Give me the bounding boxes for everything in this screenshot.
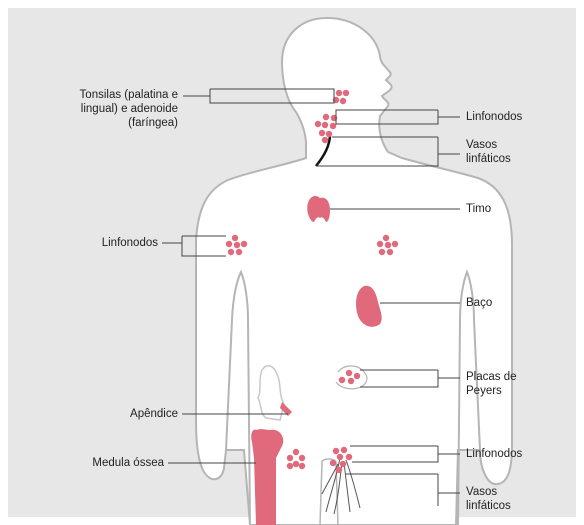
leg-lymph-vessels-label-line-1: Vasos [466,485,511,499]
tonsils-label: Tonsilas (palatina e lingual) e adenoide… [40,88,178,130]
axillary-lymph-nodes-label: Linfonodos [60,236,158,250]
tonsils-label-line-2: lingual) e adenoide [40,102,178,116]
appendix-label: Apêndice [60,407,178,421]
neck-lymph-vessels-label: Vasos linfáticos [466,138,511,166]
peyers-patches-label-line-1: Placas de [466,370,517,384]
inguinal-lymph-nodes-label: Linfonodos [466,447,522,461]
neck-lymph-nodes-label: Linfonodos [466,110,522,124]
neck-lymph-vessels-label-line-2: linfáticos [466,152,511,166]
tonsils-label-line-3: (faríngea) [40,116,178,130]
bone-marrow-label: Medula óssea [40,456,164,470]
leg-lymph-vessels-label-line-2: linfáticos [466,499,511,513]
thymus-label: Timo [466,202,491,216]
tonsils-label-line-1: Tonsilas (palatina e [40,88,178,102]
leg-lymph-vessels-label: Vasos linfáticos [466,485,511,513]
peyers-patches-label-line-2: Peyers [466,384,517,398]
neck-lymph-vessels-label-line-1: Vasos [466,138,511,152]
spleen-label: Baço [466,296,492,310]
peyers-patches-label: Placas de Peyers [466,370,517,398]
